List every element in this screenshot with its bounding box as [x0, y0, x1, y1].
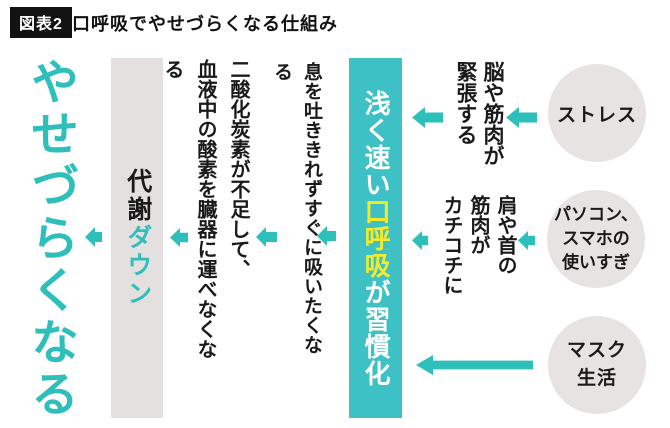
- step-text-breath: 息を吐ききれずすぐに吸いたくなる: [271, 62, 322, 355]
- cause-circle-mask: マスク 生活: [548, 316, 646, 414]
- figure-tag: 図表2: [10, 7, 72, 38]
- metabolism-label-down: ダウン: [123, 224, 152, 308]
- metabolism-label: 代謝ダウン: [123, 168, 152, 308]
- habit-label-post: が習慣化: [361, 278, 392, 387]
- arrow-mask-to-bar-icon: [416, 355, 533, 375]
- cause-label: ストレス: [556, 104, 637, 126]
- cause-circle-pc-smartphone: パソコン、 スマホの 使いすぎ: [547, 190, 645, 288]
- arrow-effect-to-bar-icon: [412, 107, 443, 128]
- effect-text-brain: 脳や筋肉が 緊張する: [454, 61, 504, 166]
- arrow-shoulder-to-bar-icon: [412, 231, 428, 250]
- step-text-co2: 二酸化炭素が不足して、 血液中の酸素を臓器に運べなくなる: [161, 59, 249, 359]
- cause-circle-stress: ストレス: [548, 64, 646, 162]
- result-text-box: やせづらくなる: [2, 50, 96, 428]
- habit-label: 浅く速い口呼吸が習慣化: [361, 89, 392, 387]
- arrow-breath-to-co2-icon: [256, 227, 277, 247]
- cause-label: マスク 生活: [566, 339, 627, 390]
- arrow-stress-to-effect-icon: [506, 107, 537, 128]
- habit-label-pre: 浅く速い: [361, 89, 392, 198]
- effect-text-shoulder: 肩や首の 筋肉が カチコチに: [440, 195, 516, 295]
- habit-label-highlight: 口呼吸: [361, 197, 392, 279]
- arrow-co2-to-metabolism-icon: [170, 228, 188, 247]
- figure-title: 口呼吸でやせづらくなる仕組み: [72, 14, 338, 34]
- arrow-pc-to-effect-icon: [518, 231, 535, 250]
- metabolism-label-black: 代謝: [123, 168, 152, 224]
- cause-label: パソコン、 スマホの 使いすぎ: [554, 205, 638, 272]
- habit-bar: 浅く速い口呼吸が習慣化: [349, 58, 402, 418]
- result-text: やせづらくなる: [23, 57, 76, 421]
- metabolism-bar: 代謝ダウン: [111, 58, 163, 418]
